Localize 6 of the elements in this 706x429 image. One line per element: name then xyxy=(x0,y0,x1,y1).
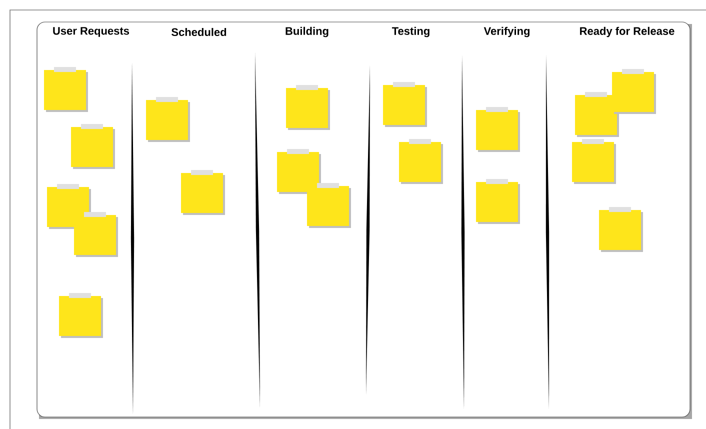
column-header: Building xyxy=(286,26,328,38)
column-header: Scheduled xyxy=(172,28,226,36)
column-header: Testing xyxy=(392,26,430,38)
column-header: User Requests xyxy=(53,27,130,37)
column-header: Verifying xyxy=(484,26,530,38)
column-header: Ready for Release xyxy=(580,26,674,38)
